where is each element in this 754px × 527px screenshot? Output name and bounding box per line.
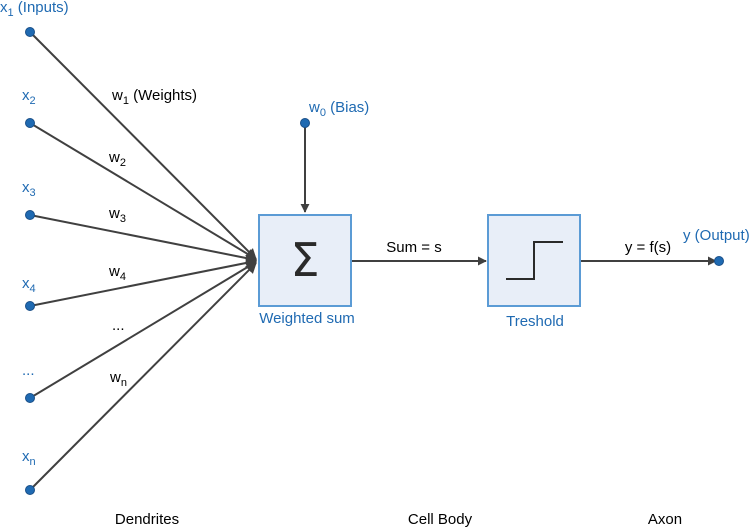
section-label-dendrites: Dendrites — [115, 511, 179, 527]
section-label-cell-body: Cell Body — [408, 511, 473, 527]
input-dot-4 — [25, 301, 35, 311]
input-edge-4 — [29, 257, 258, 307]
input-dot-n — [25, 485, 35, 495]
output-edge-label: y = f(s) — [625, 239, 671, 256]
input-dot-2 — [25, 118, 35, 128]
input-label-1: x1 (Inputs) — [0, 0, 69, 19]
sigma-icon: Σ — [290, 233, 319, 287]
input-label-2: x2 — [22, 87, 36, 107]
weighted-sum-label: Weighted sum — [259, 310, 355, 327]
weight-label-4: w4 — [108, 263, 126, 283]
input-dot-3 — [25, 210, 35, 220]
bias-label: w0 (Bias) — [308, 99, 369, 119]
input-edge-3 — [29, 214, 258, 264]
step-function-icon — [506, 241, 563, 280]
input-dots — [25, 27, 724, 495]
weight-label-n: wn — [109, 369, 127, 389]
input-dot-5 — [25, 393, 35, 403]
input-edge-5 — [29, 261, 257, 399]
input-label-4: x4 — [22, 275, 36, 295]
weighted-sum-node: Σ — [258, 214, 352, 307]
sum-edge-label: Sum = s — [386, 239, 441, 256]
weight-label-5: ... — [112, 317, 125, 334]
bias-dot — [300, 118, 310, 128]
input-edge-n — [29, 262, 257, 491]
section-label-axon: Axon — [648, 511, 682, 527]
threshold-label: Treshold — [506, 313, 564, 330]
input-edge-2 — [29, 122, 257, 260]
weight-label-1: w1 (Weights) — [111, 87, 197, 107]
input-labels: x1 (Inputs) x2 x3 x4 ... xn — [0, 0, 69, 468]
input-dot-1 — [25, 27, 35, 37]
weight-labels: w1 (Weights) w2 w3 w4 ... wn — [108, 87, 197, 389]
input-label-5: ... — [22, 362, 35, 379]
weight-label-3: w3 — [108, 205, 126, 225]
weighted-sum-box — [258, 214, 352, 307]
input-edge-1 — [29, 31, 257, 260]
input-label-n: xn — [22, 448, 36, 468]
output-label: y (Output) — [683, 227, 750, 244]
input-edges — [29, 31, 258, 491]
weight-label-2: w2 — [108, 149, 126, 169]
output-dot — [714, 256, 724, 266]
threshold-node — [487, 214, 581, 307]
input-label-3: x3 — [22, 179, 36, 199]
